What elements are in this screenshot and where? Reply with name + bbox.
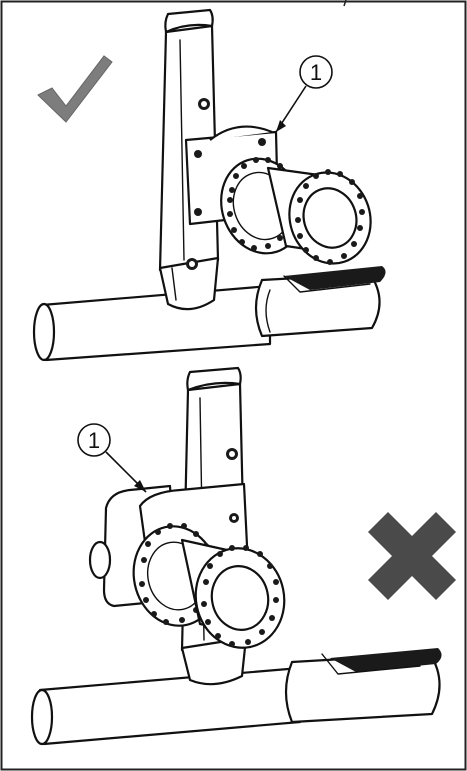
callout-number: 1 bbox=[310, 60, 322, 85]
callout-number-lower: 1 bbox=[88, 428, 100, 453]
callout-1: 1 bbox=[275, 55, 333, 133]
top-edge-remnant bbox=[343, 0, 347, 7]
callout-1-lower: 1 bbox=[77, 423, 147, 493]
tread-plate bbox=[283, 266, 386, 293]
incorrect-installation-panel: 1 bbox=[30, 366, 456, 746]
cross-icon bbox=[368, 512, 456, 600]
check-icon bbox=[37, 55, 113, 123]
boom-tube bbox=[32, 272, 381, 362]
front-flange-lower bbox=[194, 545, 286, 649]
boom-tube-lower bbox=[30, 652, 441, 746]
tread-plate-lower bbox=[321, 648, 442, 675]
front-flange bbox=[288, 169, 372, 265]
correct-installation-panel: 1 bbox=[32, 8, 386, 362]
